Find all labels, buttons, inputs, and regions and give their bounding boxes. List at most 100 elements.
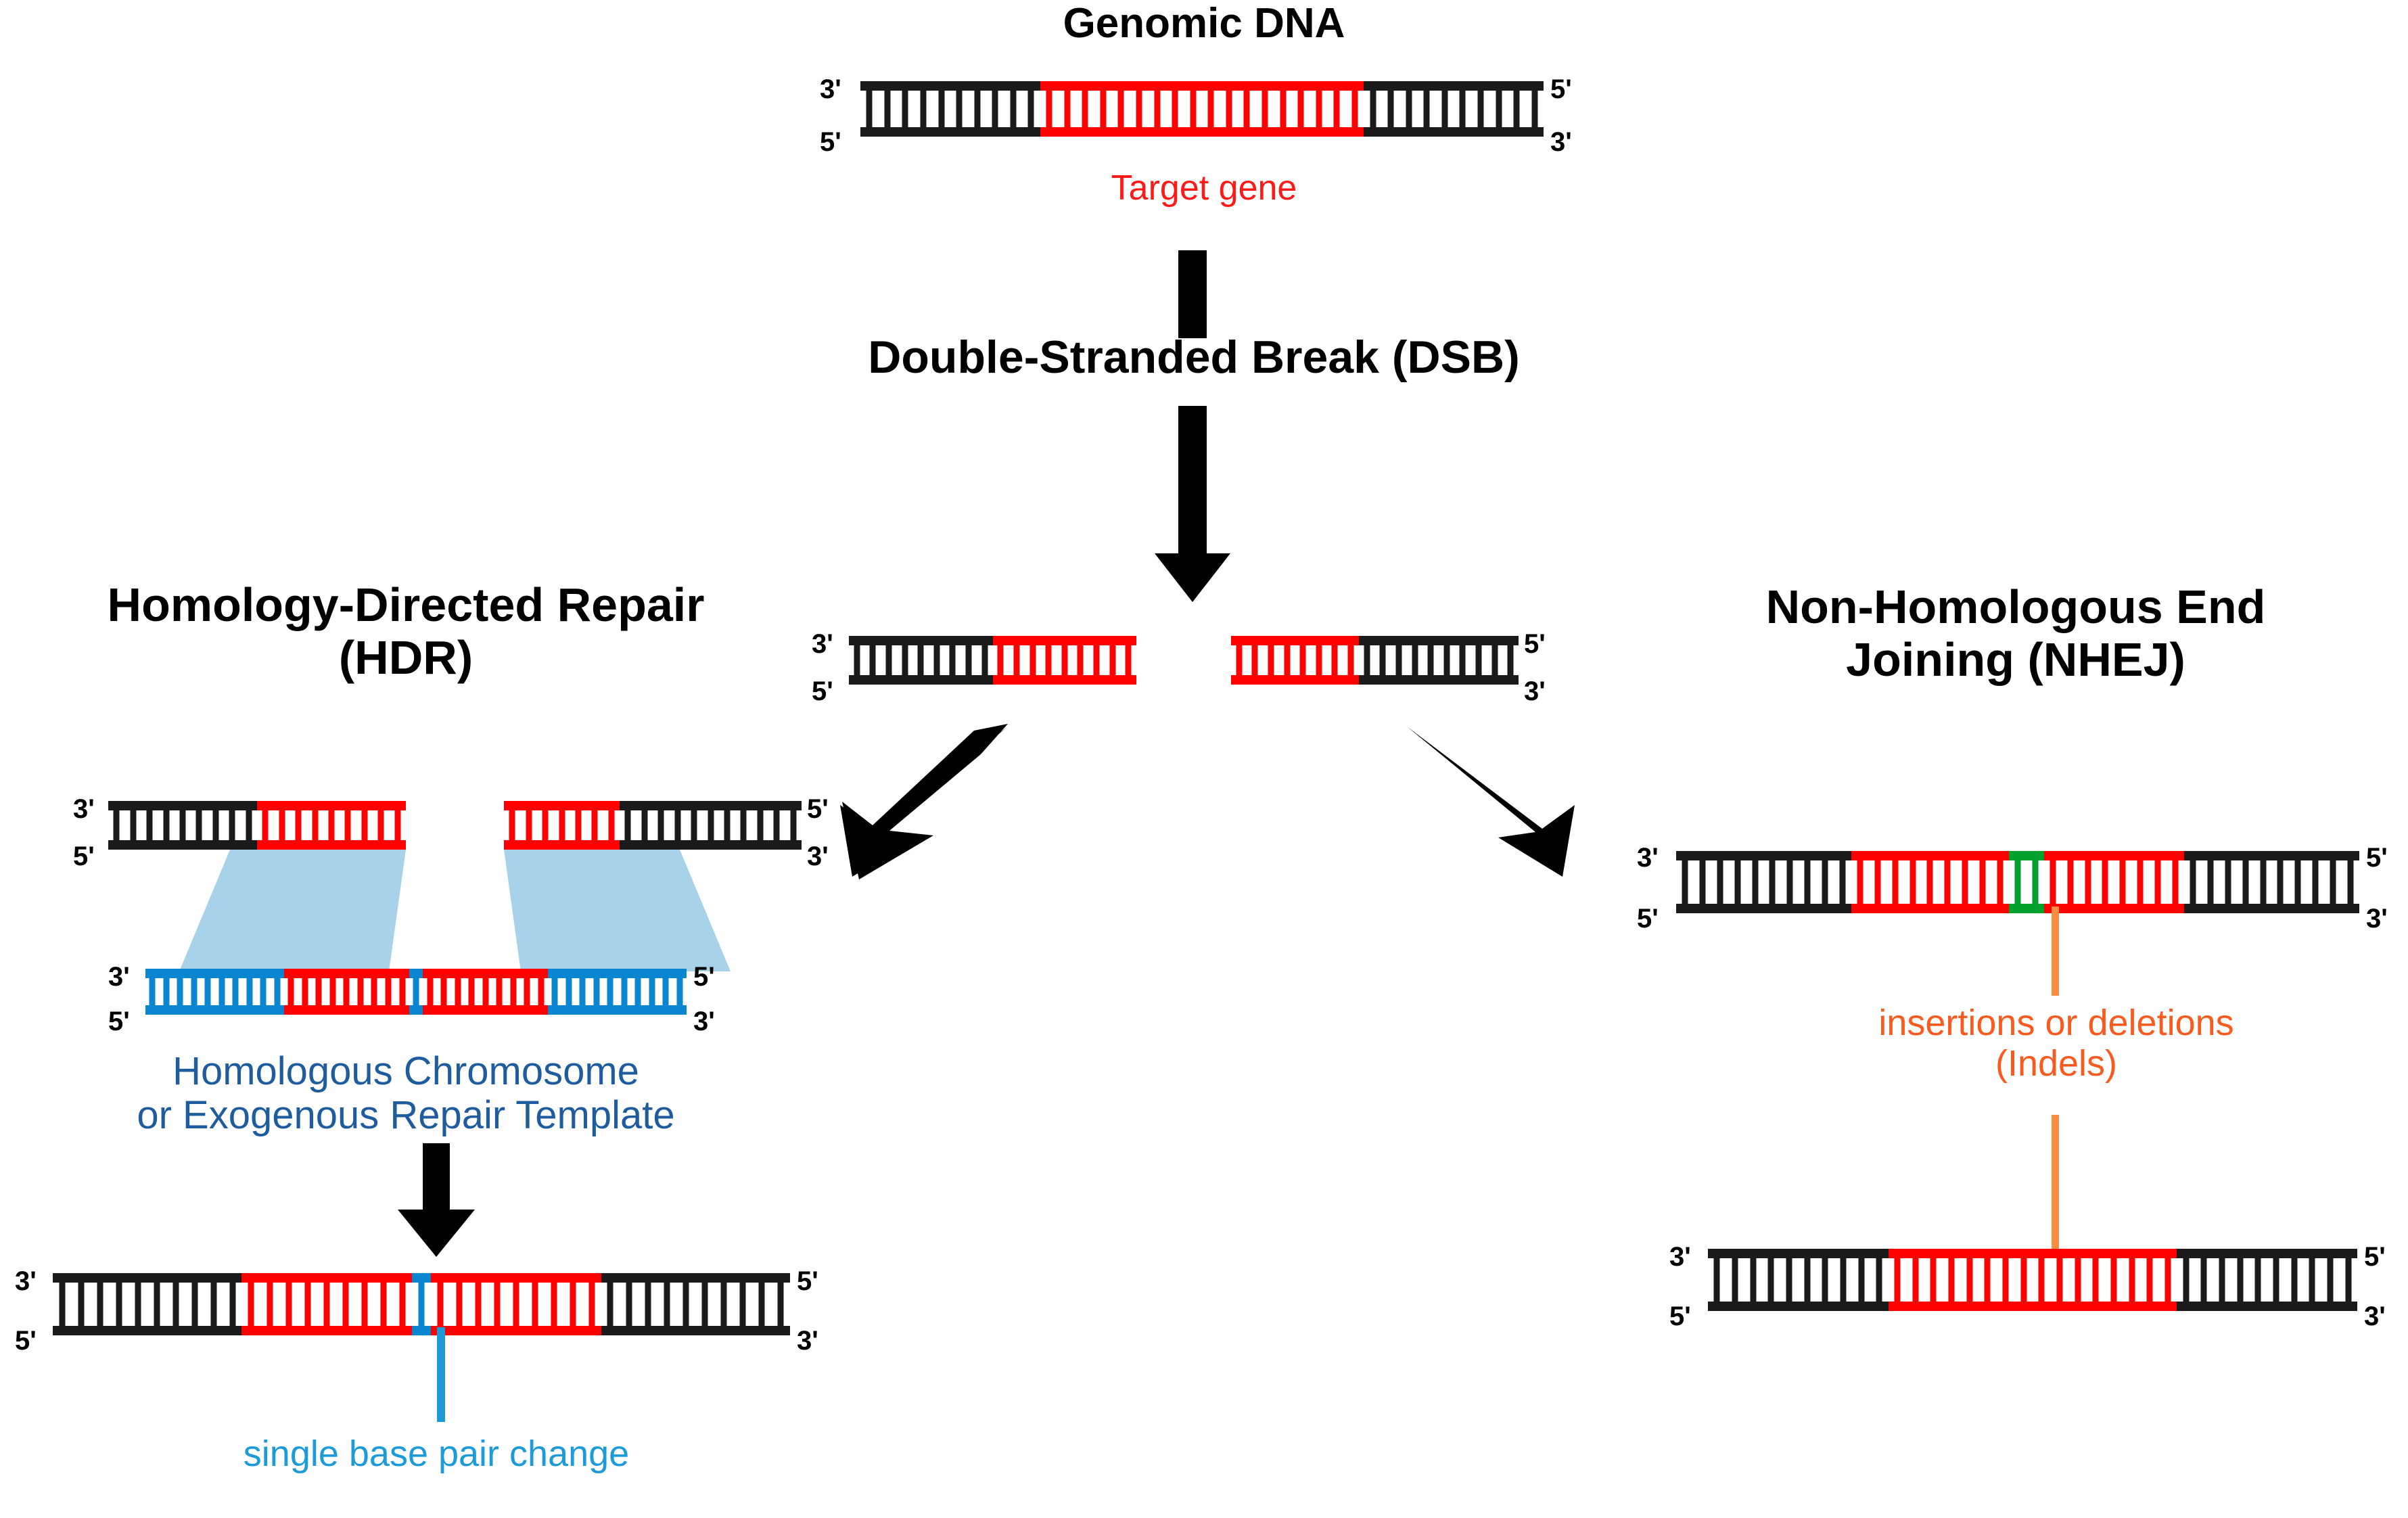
dna-segment-black [1708, 1249, 1889, 1311]
dna-base-pair [1439, 636, 1455, 685]
hdr-result-arrow-head [398, 1210, 475, 1257]
broken-left-tick-bottom: 5' [812, 676, 833, 706]
dna-base-pair [2249, 1249, 2267, 1311]
template-tick-left-bottom: 5' [108, 1007, 130, 1036]
dna-rung-group [849, 636, 1136, 685]
dna-base-pair [1407, 636, 1423, 685]
dna-base-pair [601, 1273, 620, 1335]
dna-base-pair [1798, 1249, 1816, 1311]
nhej-deletion-strand [1708, 1249, 2358, 1311]
dna-base-pair [2014, 1249, 2033, 1311]
dna-base-pair [2105, 1249, 2123, 1311]
dna-base-pair [367, 969, 381, 1015]
dna-base-pair [2149, 851, 2167, 913]
dna-base-pair [1274, 81, 1292, 137]
dna-base-pair [657, 1273, 676, 1335]
dna-base-pair [336, 1273, 355, 1335]
dna-base-pair [1904, 851, 1922, 913]
dna-segment-red [284, 969, 409, 1015]
dna-base-pair [1471, 636, 1487, 685]
dna-base-pair [865, 636, 881, 685]
dna-base-pair [733, 1273, 752, 1335]
hdr-result-tick-left-bottom: 5' [15, 1326, 37, 1356]
broken-left-tick-top: 3' [812, 629, 833, 659]
dna-base-pair [1780, 1249, 1799, 1311]
dna-base-pair [1094, 81, 1113, 137]
dna-base-pair [340, 801, 356, 850]
dna-base-pair [669, 801, 685, 850]
dna-base-pair [1391, 636, 1407, 685]
dna-base-pair [326, 969, 340, 1015]
dna-base-pair [223, 1273, 242, 1335]
dna-base-pair [1364, 81, 1382, 137]
dna-base-pair [986, 81, 1004, 137]
dna-base-pair [1455, 636, 1471, 685]
dna-base-pair [224, 801, 240, 850]
dna-base-pair [1148, 81, 1166, 137]
hdr-result-tick-left-top: 3' [15, 1266, 37, 1296]
dna-base-pair [1744, 1249, 1762, 1311]
dna-base-pair [570, 801, 586, 850]
dna-base-pair [355, 1273, 374, 1335]
dna-base-pair [257, 801, 273, 850]
broken-fragment-left [849, 636, 1136, 685]
dna-base-pair [166, 1273, 185, 1335]
dna-base-pair [1960, 1249, 1978, 1311]
dna-base-pair [603, 801, 620, 850]
broken-right-tick-top: 5' [1524, 629, 1546, 659]
dna-segment-red [2043, 851, 2185, 913]
dna-base-pair [1058, 81, 1076, 137]
dsb-arrow-shaft-top [1178, 250, 1207, 338]
dna-base-pair [1939, 851, 1956, 913]
dna-base-pair [1816, 1249, 1834, 1311]
dna-base-pair [1886, 851, 1904, 913]
dna-base-pair [1247, 636, 1264, 685]
repair-template-label: Homologous Chromosome or Exogenous Repai… [137, 1049, 675, 1137]
dna-base-pair [1220, 81, 1238, 137]
dna-base-pair [914, 81, 933, 137]
dna-base-pair [912, 636, 929, 685]
dna-base-pair [553, 801, 570, 850]
dna-base-pair [785, 801, 801, 850]
dna-base-pair [423, 969, 437, 1015]
dna-base-pair [2195, 1249, 2213, 1311]
target-gene-label: Target gene [1111, 168, 1297, 208]
hdr-fragment-right [504, 801, 802, 850]
dna-base-pair [393, 1273, 412, 1335]
dna-base-pair [160, 969, 174, 1015]
dna-base-pair [1799, 851, 1816, 913]
dna-base-pair [110, 1273, 129, 1335]
dna-base-pair [1279, 636, 1295, 685]
dna-base-pair [2097, 851, 2114, 913]
dna-base-pair [2159, 1249, 2177, 1311]
dna-base-pair [1924, 1249, 1943, 1311]
single-base-connector-line [437, 1327, 445, 1422]
dna-base-pair [526, 1273, 545, 1335]
dna-segment-black [601, 1273, 790, 1335]
dna-base-pair [576, 969, 590, 1015]
dna-base-pair [465, 969, 479, 1015]
hdr-title: Homology-Directed Repair (HDR) [107, 578, 705, 685]
dna-segment-black [620, 801, 802, 850]
dna-base-pair [897, 636, 913, 685]
dna-base-pair [2303, 1249, 2321, 1311]
dna-base-pair [2044, 851, 2062, 913]
dna-base-pair [1310, 81, 1328, 137]
dna-base-pair [312, 969, 326, 1015]
dna-segment-blue [547, 969, 687, 1015]
dna-base-pair [993, 636, 1009, 685]
dna-base-pair [1040, 81, 1059, 137]
dna-rung-group [860, 81, 1544, 137]
dna-rung-group [1676, 851, 2359, 913]
dna-base-pair [2285, 1249, 2303, 1311]
arrow-to-nhej [1407, 727, 1575, 877]
dna-base-pair [1436, 81, 1454, 137]
dna-base-pair [260, 1273, 279, 1335]
dna-base-pair [229, 969, 243, 1015]
dna-base-pair [2079, 851, 2097, 913]
dna-base-pair [2087, 1249, 2105, 1311]
dna-base-pair [431, 1273, 450, 1335]
single-base-label: single base pair change [243, 1433, 630, 1474]
dna-base-pair [1489, 81, 1508, 137]
dna-base-pair [2219, 851, 2237, 913]
